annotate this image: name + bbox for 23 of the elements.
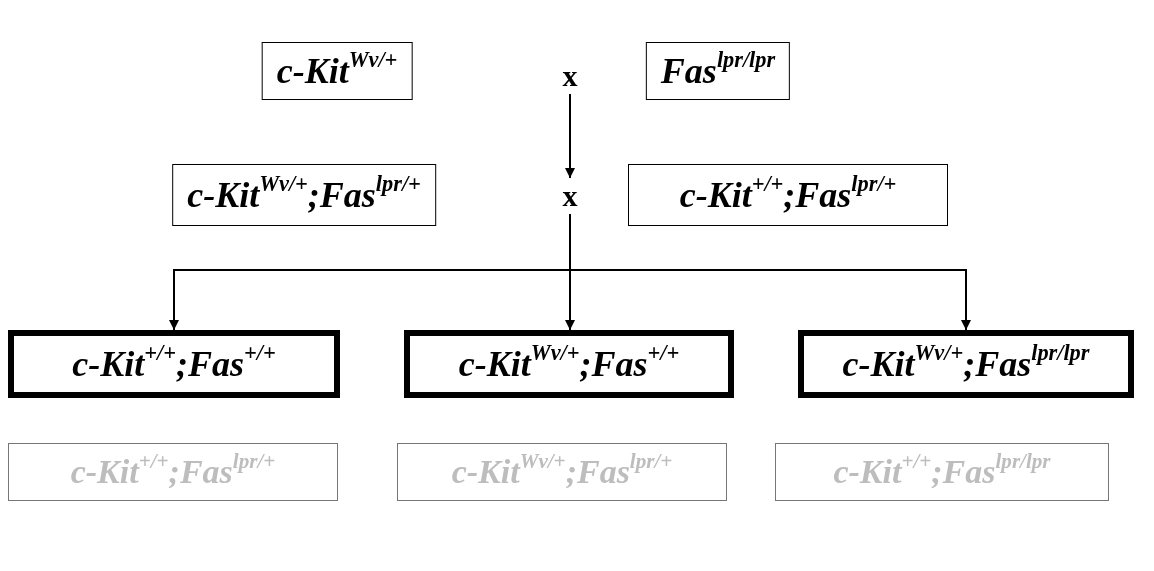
genotype-box	[261, 42, 413, 100]
genotype-box	[404, 330, 734, 398]
cross-symbol: x	[562, 59, 578, 93]
arrow	[565, 93, 575, 179]
genotype-label: c-Kit$^{+/+}$;Fas$^{+/+}$	[72, 343, 276, 385]
genotype-label: c-Kit$^{Wv/+}$;Fas$^{lpr/+}$	[187, 174, 421, 216]
genotype-label: Fas$^{lpr/lpr}$	[660, 50, 776, 92]
genotype-label: c-Kit$^{Wv/+}$;Fas$^{lpr/lpr}$	[842, 343, 1090, 385]
genotype-box	[397, 443, 727, 501]
cross-symbol: x	[562, 179, 578, 213]
genotype-box	[798, 330, 1134, 398]
genotype-label: c-Kit$^{+/+}$;Fas$^{lpr/lpr}$	[833, 453, 1051, 491]
genotype-box	[645, 42, 791, 100]
genotype-box	[8, 330, 340, 398]
genotype-box	[8, 443, 338, 501]
genotype-box	[628, 164, 948, 226]
genotype-box	[172, 164, 436, 226]
genotype-label: c-Kit$^{+/+}$;Fas$^{lpr/+}$	[679, 174, 897, 216]
genotype-label: c-Kit$^{Wv/+}$	[276, 50, 398, 92]
genotype-label: c-Kit$^{Wv/+}$;Fas$^{lpr/+}$	[451, 453, 673, 491]
genotype-box	[775, 443, 1109, 501]
genotype-label: c-Kit$^{+/+}$;Fas$^{lpr/+}$	[70, 453, 276, 491]
genotype-label: c-Kit$^{Wv/+}$;Fas$^{+/+}$	[458, 343, 680, 385]
